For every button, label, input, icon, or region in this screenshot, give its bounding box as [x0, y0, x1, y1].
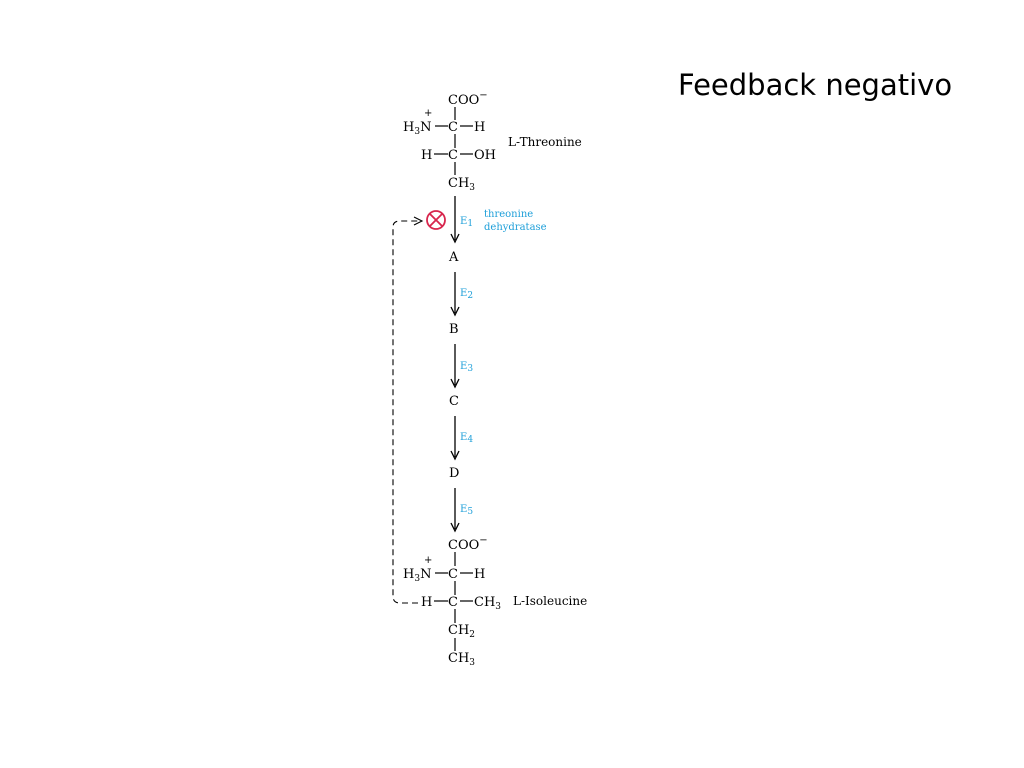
pathway-steps: E1 threonine dehydratase A E2 B E3 C E4 … — [448, 196, 547, 533]
threonine-structure: COO− + H3N C H H C OH L-Threonine CH3 — [403, 90, 582, 193]
arrowhead-step-1 — [450, 233, 460, 244]
isoleucine-alpha-c: C — [448, 567, 458, 582]
threonine-label: L-Threonine — [508, 135, 582, 149]
arrowhead-step-4 — [450, 450, 460, 461]
isoleucine-ch3: CH3 — [448, 651, 475, 668]
arrowhead-step-3 — [450, 378, 460, 389]
threonine-coo: COO− — [448, 90, 488, 108]
isoleucine-label: L-Isoleucine — [513, 594, 587, 608]
intermediate-a: A — [448, 250, 459, 265]
inhibition-icon — [426, 210, 446, 230]
arrowhead-step-2 — [450, 306, 460, 317]
isoleucine-side-ch3: CH3 — [474, 595, 501, 612]
threonine-plus-charge: + — [424, 108, 432, 119]
intermediate-c: C — [449, 394, 459, 409]
threonine-ch3: CH3 — [448, 176, 475, 193]
threonine-beta-c: C — [448, 148, 458, 163]
enzyme-e2: E2 — [460, 288, 473, 301]
slide-title: Feedback negativo — [678, 68, 953, 102]
threonine-oh: OH — [474, 148, 496, 163]
isoleucine-amine: H3N — [403, 567, 431, 584]
enzyme-name-line-2: dehydratase — [484, 222, 547, 233]
threonine-h: H — [474, 120, 485, 135]
isoleucine-h-left: H — [421, 595, 432, 610]
threonine-amine: H3N — [403, 120, 431, 137]
feedback-loop — [392, 210, 446, 604]
enzyme-e5: E5 — [460, 504, 473, 517]
isoleucine-beta-c: C — [448, 595, 458, 610]
enzyme-e3: E3 — [460, 361, 473, 374]
enzyme-e1: E1 — [460, 216, 473, 229]
isoleucine-ch2: CH2 — [448, 623, 475, 640]
threonine-alpha-c: C — [448, 120, 458, 135]
isoleucine-coo: COO− — [448, 535, 488, 553]
intermediate-d: D — [449, 466, 459, 481]
isoleucine-h: H — [474, 567, 485, 582]
feedback-dashed-line — [392, 220, 420, 604]
intermediate-b: B — [449, 322, 459, 337]
isoleucine-structure: COO− + H3N C H H C CH3 L-Isoleucine CH2 … — [403, 535, 587, 668]
feedback-arrowhead — [413, 216, 424, 226]
threonine-h-left: H — [421, 148, 432, 163]
isoleucine-plus-charge: + — [424, 555, 432, 566]
enzyme-name-line-1: threonine — [484, 209, 533, 220]
arrowhead-step-5 — [450, 522, 460, 533]
enzyme-e4: E4 — [460, 432, 473, 445]
